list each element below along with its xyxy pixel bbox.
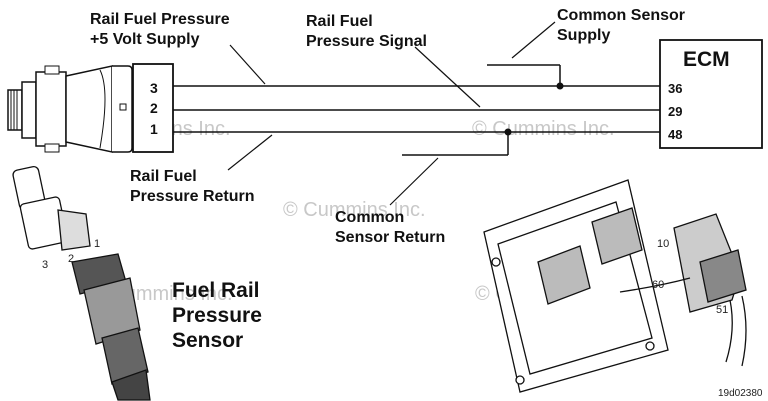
sensor-side-view: [7, 65, 133, 153]
ecm-pin-48: 48: [668, 127, 682, 142]
label-return-line2: Pressure Return: [130, 188, 255, 205]
sensor-illustration: [12, 166, 151, 401]
sensor-pin-label-2: 2: [68, 253, 74, 265]
label-signal-line2: Pressure Signal: [306, 33, 427, 50]
ecm-title: ECM: [683, 48, 730, 71]
label-signal-line1: Rail Fuel: [306, 13, 373, 30]
sensor-pin-label-3: 3: [42, 259, 48, 271]
connector-pin-2: 2: [150, 100, 158, 116]
ecm-box: ECM 36 29 48: [659, 39, 763, 149]
label-common-supply-line2: Supply: [557, 27, 610, 44]
ecm-pin-36: 36: [668, 81, 682, 96]
sensor-name-line3: Sensor: [172, 329, 243, 352]
label-return-line1: Rail Fuel: [130, 168, 197, 185]
label-common-supply-line1: Common Sensor: [557, 7, 685, 24]
ecm-illustration: [483, 179, 747, 393]
label-supply-line1: Rail Fuel Pressure: [90, 11, 230, 28]
sensor-connector: 3 2 1: [119, 63, 174, 153]
figure-id: 19d02380: [718, 388, 763, 399]
ecm-connector-label-60: 60: [652, 279, 664, 291]
ecm-connector-label-51: 51: [716, 304, 728, 316]
label-common-return-line2: Sensor Return: [335, 229, 445, 246]
watermark-2: © Cummins Inc.: [472, 118, 615, 140]
sensor-name-line2: Pressure: [172, 304, 262, 327]
label-common-return-line1: Common: [335, 209, 404, 226]
ecm-pin-29: 29: [668, 104, 682, 119]
sensor-pin-label-1: 1: [94, 238, 100, 250]
connector-pin-1: 1: [150, 121, 158, 137]
ecm-connector-label-10: 10: [657, 238, 669, 250]
sensor-name-line1: Fuel Rail: [172, 279, 260, 302]
wires: [173, 64, 660, 156]
label-supply-line2: +5 Volt Supply: [90, 31, 200, 48]
connector-pin-3: 3: [150, 80, 158, 96]
leader-lines: [227, 21, 556, 206]
